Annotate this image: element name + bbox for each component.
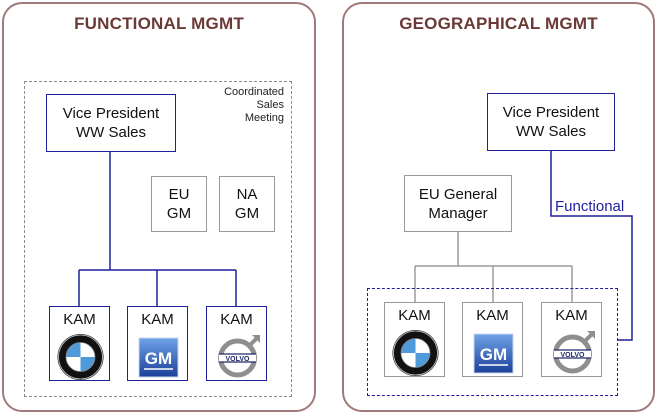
na-gm-box: NA GM <box>219 176 275 232</box>
functional-mgmt-title: FUNCTIONAL MGMT <box>74 14 244 33</box>
gm-logo-text: GM <box>480 345 507 364</box>
bmw-logo-icon <box>57 334 104 380</box>
left-kam-gm-box: KAM GM <box>127 306 188 381</box>
gm-logo-icon: GM <box>138 337 179 378</box>
eu-manager-line-2: Manager <box>428 204 488 222</box>
right-kam-bmw-box: KAM <box>384 302 445 377</box>
volvo-logo-text: VOLVO <box>226 356 251 363</box>
left-vp-ww-sales-box: Vice President WW Sales <box>46 94 176 152</box>
eu-gm-box: EU GM <box>151 176 207 232</box>
right-kam-volvo-box: KAM VOLVO <box>541 302 602 377</box>
right-vp-line-2: WW Sales <box>515 123 586 140</box>
na-gm-line-1: NA <box>236 186 258 203</box>
note-line-2: Sales <box>256 99 284 111</box>
right-kam-gm-label: KAM <box>476 307 509 324</box>
gm-logo-icon: GM <box>473 333 514 374</box>
right-kam-volvo-label: KAM <box>555 307 588 324</box>
coordinated-sales-meeting-area <box>24 81 292 397</box>
geographical-mgmt-title: GEOGRAPHICAL MGMT <box>399 14 598 33</box>
left-vp-line-2: WW Sales <box>75 124 146 141</box>
gm-logo-text: GM <box>145 349 172 368</box>
eu-kam-group <box>367 288 618 396</box>
right-kam-bmw-label: KAM <box>398 307 431 324</box>
left-kam-volvo-label: KAM <box>220 311 253 328</box>
eu-manager-line-1: EU General <box>418 185 498 203</box>
na-gm-line-2: GM <box>234 205 260 222</box>
left-vp-line-1: Vice President <box>62 105 160 122</box>
left-kam-gm-label: KAM <box>141 311 174 328</box>
bmw-logo-icon <box>392 330 439 376</box>
left-kam-bmw-label: KAM <box>63 311 96 328</box>
right-kam-gm-box: KAM GM <box>462 302 523 377</box>
volvo-logo-text: VOLVO <box>561 352 586 359</box>
left-kam-volvo-box: KAM VOLVO <box>206 306 267 381</box>
note-line-3: Meeting <box>244 112 284 124</box>
right-vp-ww-sales-box: Vice President WW Sales <box>487 93 615 151</box>
eu-gm-line-1: EU <box>168 186 190 203</box>
note-line-1: Coordinated <box>224 86 284 98</box>
eu-general-manager-box: EU General Manager <box>404 175 512 232</box>
functional-label: Functional <box>555 198 625 215</box>
volvo-logo-icon: VOLVO <box>553 331 595 374</box>
coordinated-sales-meeting-note: Coordinated Sales Meeting <box>196 86 284 125</box>
left-kam-bmw-box: KAM <box>49 306 110 381</box>
volvo-logo-icon: VOLVO <box>218 335 260 378</box>
eu-gm-line-2: GM <box>166 205 192 222</box>
right-vp-line-1: Vice President <box>502 104 600 121</box>
